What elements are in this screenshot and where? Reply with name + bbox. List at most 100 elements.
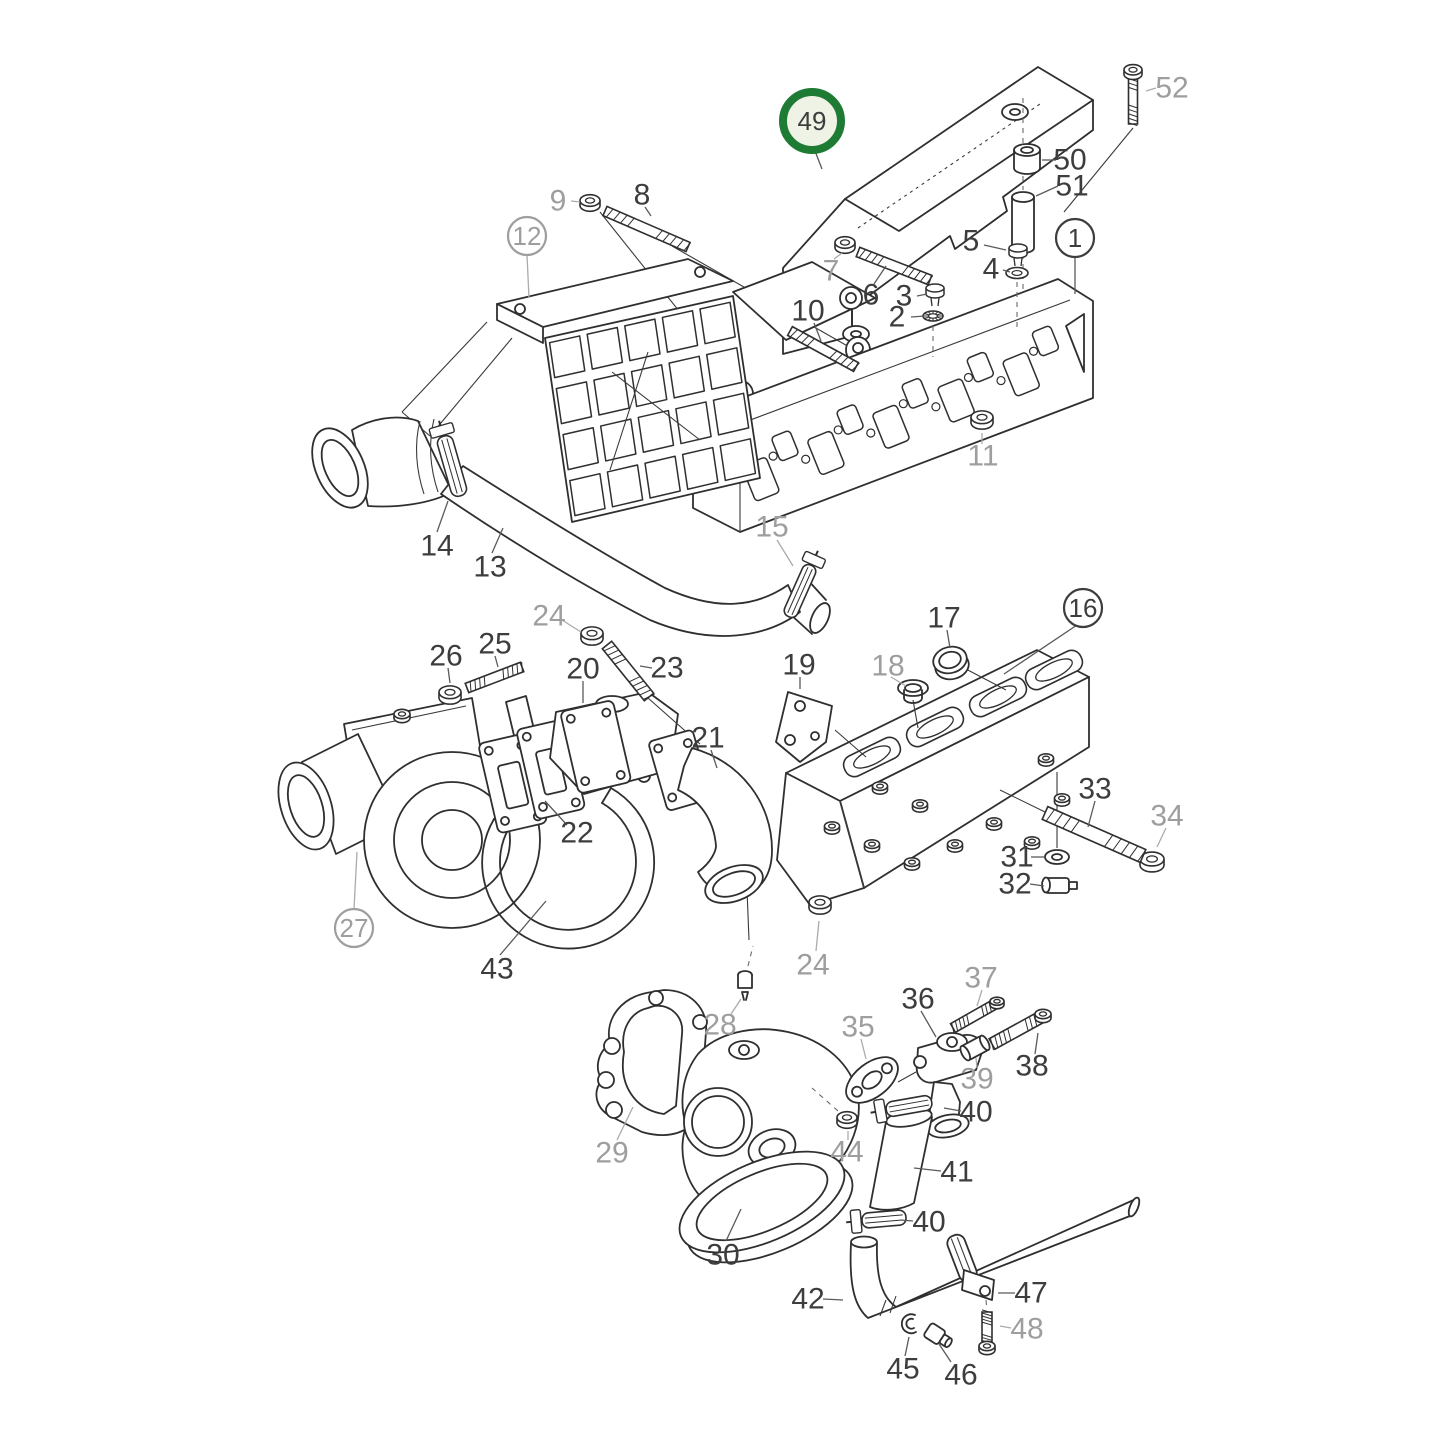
nut-glyph bbox=[871, 780, 889, 796]
bolt-glyph bbox=[978, 1309, 996, 1356]
nut-glyph bbox=[985, 816, 1003, 832]
sealing-ring-17 bbox=[932, 645, 970, 681]
intake-manifold-ports bbox=[742, 325, 1060, 502]
grid-cell bbox=[668, 355, 706, 399]
callout-15: 15 bbox=[755, 511, 794, 567]
flange-gasket-35 bbox=[845, 1056, 917, 1104]
callout-18: 18 bbox=[871, 650, 907, 687]
callout-26: 26 bbox=[429, 640, 463, 684]
exhaust-elbow-21 bbox=[648, 729, 773, 904]
nut-glyph bbox=[946, 838, 964, 854]
callout-number: 2 bbox=[889, 301, 906, 334]
grid-cell bbox=[705, 347, 743, 391]
callout-36: 36 bbox=[901, 983, 937, 1038]
callout-leader bbox=[491, 527, 504, 554]
callout-number: 42 bbox=[791, 1283, 824, 1316]
callout-number: 24 bbox=[796, 949, 829, 982]
nut-glyph bbox=[1123, 63, 1143, 81]
callout-number: 30 bbox=[706, 1239, 739, 1272]
callout-23: 23 bbox=[639, 652, 684, 685]
callout-number: 5 bbox=[963, 225, 980, 258]
grid-cell bbox=[562, 427, 600, 471]
plug-28 bbox=[737, 970, 753, 1001]
gasket-29-part bbox=[595, 989, 708, 1136]
highlight-circle bbox=[779, 88, 845, 154]
callout-5: 5 bbox=[963, 225, 1007, 258]
callout-leader bbox=[644, 206, 652, 217]
nut-glyph bbox=[1023, 835, 1041, 851]
callout-leader bbox=[1002, 269, 1011, 273]
callout-12: 12 bbox=[506, 215, 548, 299]
intake-port bbox=[807, 430, 845, 476]
plug-18 bbox=[897, 679, 929, 704]
callout-number: 52 bbox=[1155, 72, 1188, 105]
callout-number: 23 bbox=[650, 652, 683, 685]
callout-34: 34 bbox=[1150, 800, 1184, 848]
callout-number: 10 bbox=[791, 295, 824, 328]
callout-25: 25 bbox=[478, 628, 512, 668]
callout-number: 38 bbox=[1015, 1050, 1048, 1083]
callout-39: 39 bbox=[960, 1057, 994, 1096]
nut-glyph bbox=[863, 838, 881, 854]
callout-leader bbox=[1034, 1032, 1039, 1055]
bolt-glyph bbox=[988, 1008, 1052, 1051]
callout-number: 49 bbox=[798, 106, 827, 136]
callout-leader bbox=[975, 1057, 978, 1069]
callout-leader bbox=[639, 665, 653, 669]
stud-glyph bbox=[464, 661, 525, 694]
cover-hardware bbox=[1022, 98, 1134, 292]
thermostat-housing-30 bbox=[678, 1028, 860, 1264]
exhaust-manifold-ports bbox=[842, 649, 1084, 778]
callout-leader bbox=[910, 315, 926, 318]
callout-leader bbox=[1087, 800, 1096, 828]
grid-cell bbox=[661, 309, 699, 353]
callout-leader bbox=[544, 800, 568, 826]
grid-cell bbox=[599, 418, 637, 462]
callout-leader bbox=[999, 1325, 1012, 1329]
callout-33: 33 bbox=[1078, 773, 1112, 828]
callout-8: 8 bbox=[634, 179, 652, 217]
intake-hose-part bbox=[311, 416, 831, 637]
cap-nut-50 bbox=[1013, 143, 1041, 175]
callout-number: 19 bbox=[782, 649, 815, 682]
turbocharger-part bbox=[277, 695, 656, 950]
callout-number: 1 bbox=[1068, 223, 1082, 253]
heat-shield-grid bbox=[548, 301, 757, 517]
callout-number: 11 bbox=[967, 440, 998, 473]
screw-glyph bbox=[1008, 243, 1028, 267]
callout-37: 37 bbox=[964, 962, 998, 1007]
callout-19: 19 bbox=[782, 649, 816, 689]
callout-21: 21 bbox=[691, 722, 725, 769]
intake-port bbox=[872, 404, 910, 449]
callout-40: 40 bbox=[899, 1206, 946, 1239]
callout-7: 7 bbox=[823, 252, 843, 288]
grid-cell bbox=[569, 472, 606, 517]
callout-number: 6 bbox=[863, 279, 880, 312]
exhaust-port bbox=[968, 676, 1028, 718]
callout-number: 46 bbox=[944, 1359, 977, 1392]
grid-cell bbox=[586, 326, 624, 370]
water-fitting-36 bbox=[913, 1032, 984, 1139]
grid-cell bbox=[675, 401, 712, 445]
callout-2: 2 bbox=[889, 301, 926, 334]
callout-leader bbox=[890, 676, 907, 687]
callout-number: 32 bbox=[998, 868, 1031, 901]
callout-32: 32 bbox=[998, 868, 1045, 901]
callout-number: 17 bbox=[927, 602, 960, 635]
callout-24: 24 bbox=[532, 600, 582, 633]
callout-leader bbox=[815, 920, 820, 952]
nut-glyph bbox=[970, 410, 994, 430]
callout-leader bbox=[494, 655, 499, 668]
callout-number: 51 bbox=[1055, 170, 1088, 203]
grid-cell bbox=[712, 392, 750, 436]
callout-14: 14 bbox=[420, 500, 454, 563]
callout-number: 41 bbox=[940, 1156, 973, 1189]
callout-leader bbox=[1145, 87, 1157, 92]
grid-cell bbox=[637, 409, 675, 453]
callout-circle bbox=[1062, 587, 1104, 629]
callout-41: 41 bbox=[913, 1156, 974, 1189]
nut-glyph bbox=[579, 193, 601, 213]
callout-leader bbox=[353, 851, 358, 910]
callout-49: 49 bbox=[779, 88, 845, 170]
